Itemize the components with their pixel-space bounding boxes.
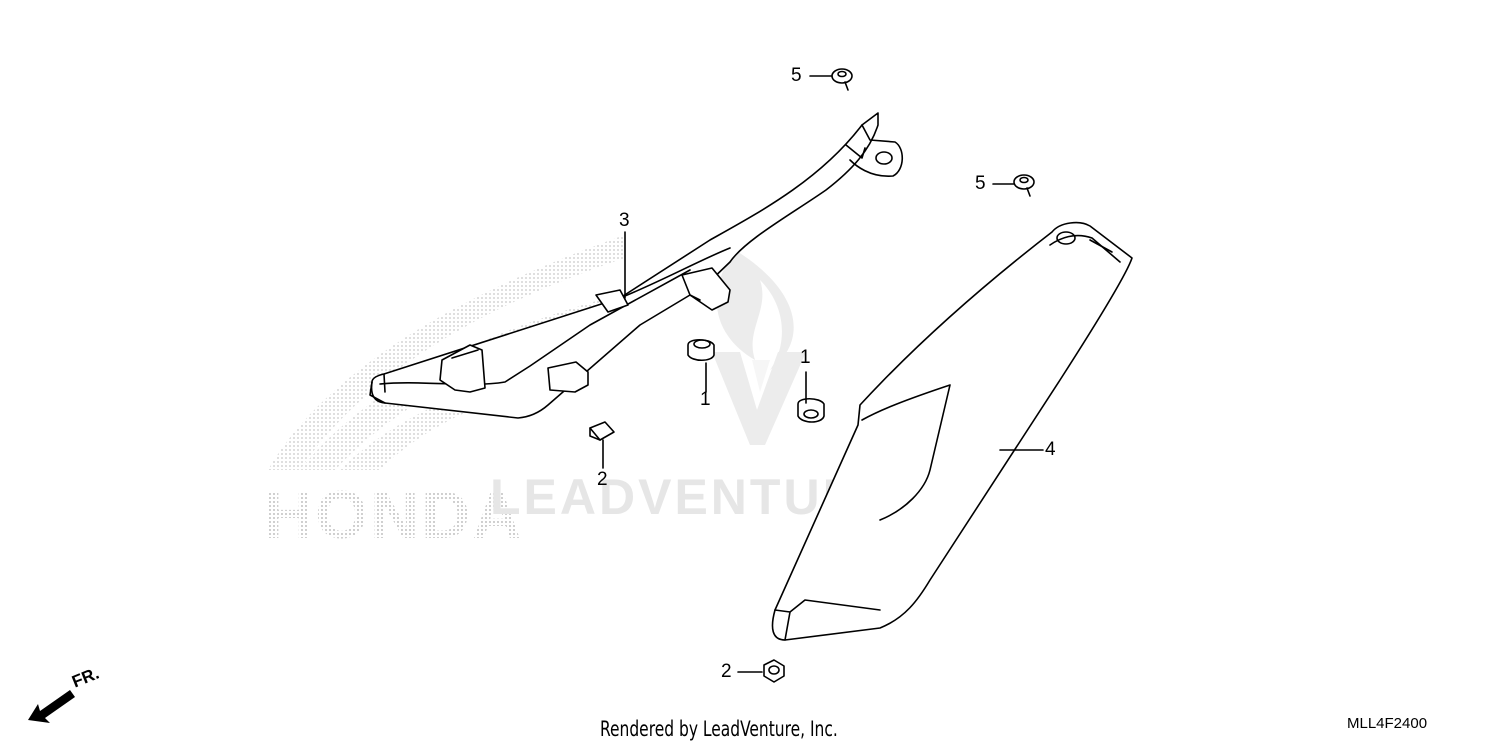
callout-4: 4	[1045, 439, 1056, 460]
callout-3: 3	[619, 210, 630, 231]
honda-brand-watermark: HONDA	[264, 477, 524, 553]
part-1-grommet-right	[797, 397, 825, 423]
callout-5-right: 5	[975, 173, 986, 194]
part-5-screw-right	[1013, 174, 1035, 197]
callout-2-bottom: 2	[721, 661, 732, 682]
footer-credit: Rendered by LeadVenture, Inc.	[600, 717, 838, 741]
callout-1-left: 1	[700, 389, 711, 410]
front-direction-arrow-icon	[28, 690, 75, 723]
part-1-grommet-left	[687, 338, 715, 362]
part-2-nut-bottom	[763, 659, 785, 683]
callout-5-top: 5	[791, 65, 802, 86]
part-5-screw-top	[831, 68, 853, 91]
part-4-side-cover	[771, 221, 1133, 641]
callout-2-left: 2	[597, 469, 608, 490]
callout-1-right: 1	[800, 347, 811, 368]
diagram-code: MLL4F2400	[1347, 715, 1428, 732]
part-2-clip-left	[589, 421, 615, 441]
part-3-side-rail	[369, 112, 904, 419]
